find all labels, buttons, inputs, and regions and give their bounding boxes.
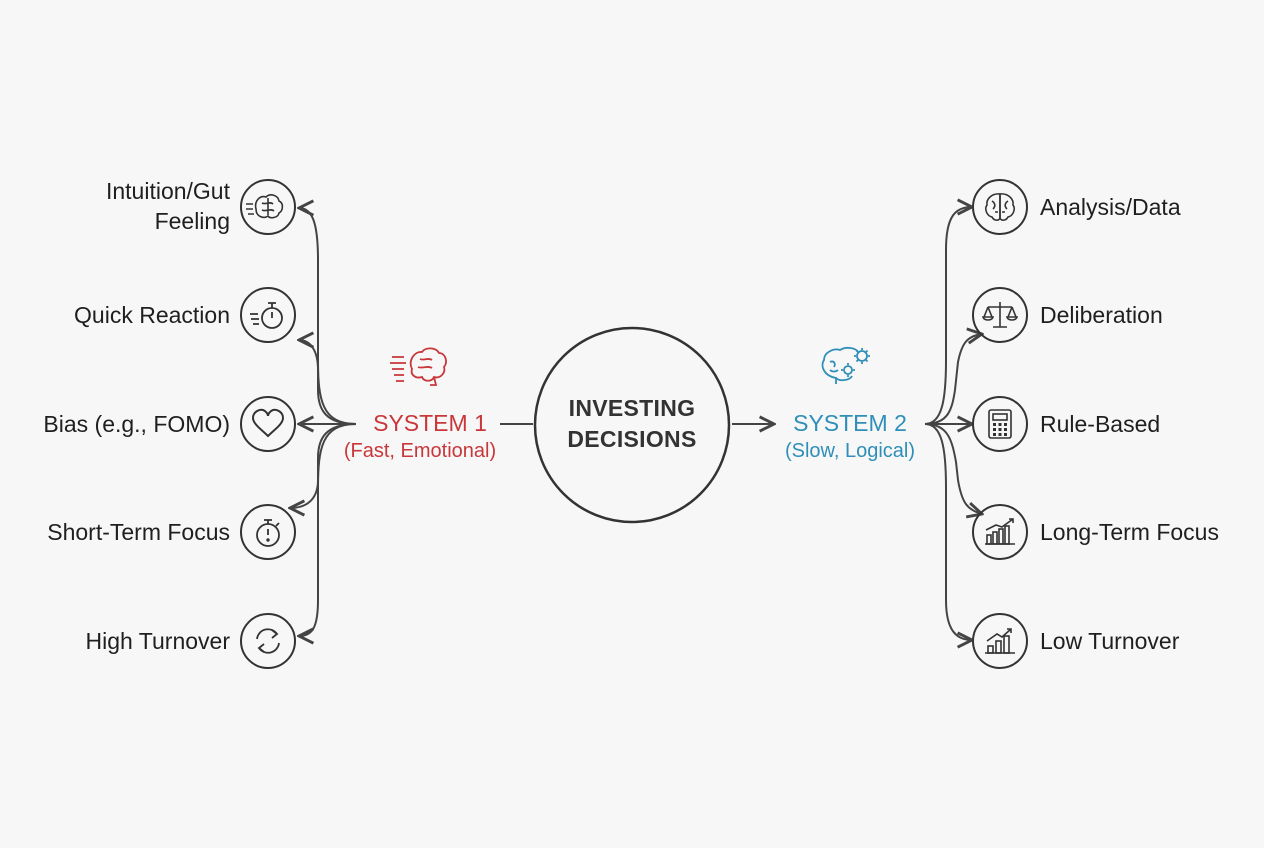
stopwatch-speed-icon [250,302,283,329]
right-item-4-circle [972,504,1028,560]
system2-subtitle: (Slow, Logical) [784,440,916,462]
refresh-icon [256,628,280,654]
branch-left-1 [299,208,357,425]
growth-chart-icon [985,518,1015,545]
left-item-4-label: Short-Term Focus [47,519,230,545]
branch-right-1 [924,207,972,425]
branch-left-4 [290,423,357,508]
right-item-3-label: Rule-Based [1040,411,1161,437]
right-item-1-label: Analysis/Data [1040,194,1181,220]
center-title-line1: INVESTING [568,395,696,421]
left-item-5-label: High Turnover [85,628,230,654]
left-item-3-label: Bias (e.g., FOMO) [43,411,230,437]
fast-brain-icon [390,347,447,386]
timer-icon [256,519,280,547]
left-item-2-circle [240,287,296,343]
right-item-2-circle [972,287,1028,343]
right-item-4-label: Long-Term Focus [1040,519,1219,545]
system1-branches [290,208,357,636]
branch-right-4 [924,423,982,514]
brain-gears-icon [821,346,870,384]
system1-title: SYSTEM 1 [373,410,487,436]
branch-left-5 [299,423,357,636]
center-title: INVESTING DECISIONS [532,393,732,455]
brain-icon [246,194,284,219]
center-circle [533,326,731,524]
center-title-line2: DECISIONS [567,426,697,452]
right-item-1-circle [972,179,1028,235]
balance-scale-icon [981,302,1019,328]
branch-left-2 [299,340,357,425]
system1-subtitle: (Fast, Emotional) [343,440,497,462]
left-item-4-circle [240,504,296,560]
system2-title: SYSTEM 2 [793,410,907,436]
left-item-1-label: Intuition/Gut Feeling [105,178,230,234]
left-item-1-circle [240,179,296,235]
left-item-5-circle [240,613,296,669]
heart-icon [251,408,285,438]
brain-icon [985,193,1015,221]
branch-right-5 [924,423,972,640]
left-item-2-label: Quick Reaction [74,302,230,328]
branch-right-2 [924,334,982,425]
system2-branches [924,207,982,640]
right-item-2-label: Deliberation [1040,302,1163,328]
right-item-3-circle [972,396,1028,452]
bar-chart-icon [985,628,1015,654]
right-item-5-label: Low Turnover [1040,628,1180,654]
right-item-5-circle [972,613,1028,669]
left-item-3-circle [240,396,296,452]
calculator-icon [988,409,1012,439]
